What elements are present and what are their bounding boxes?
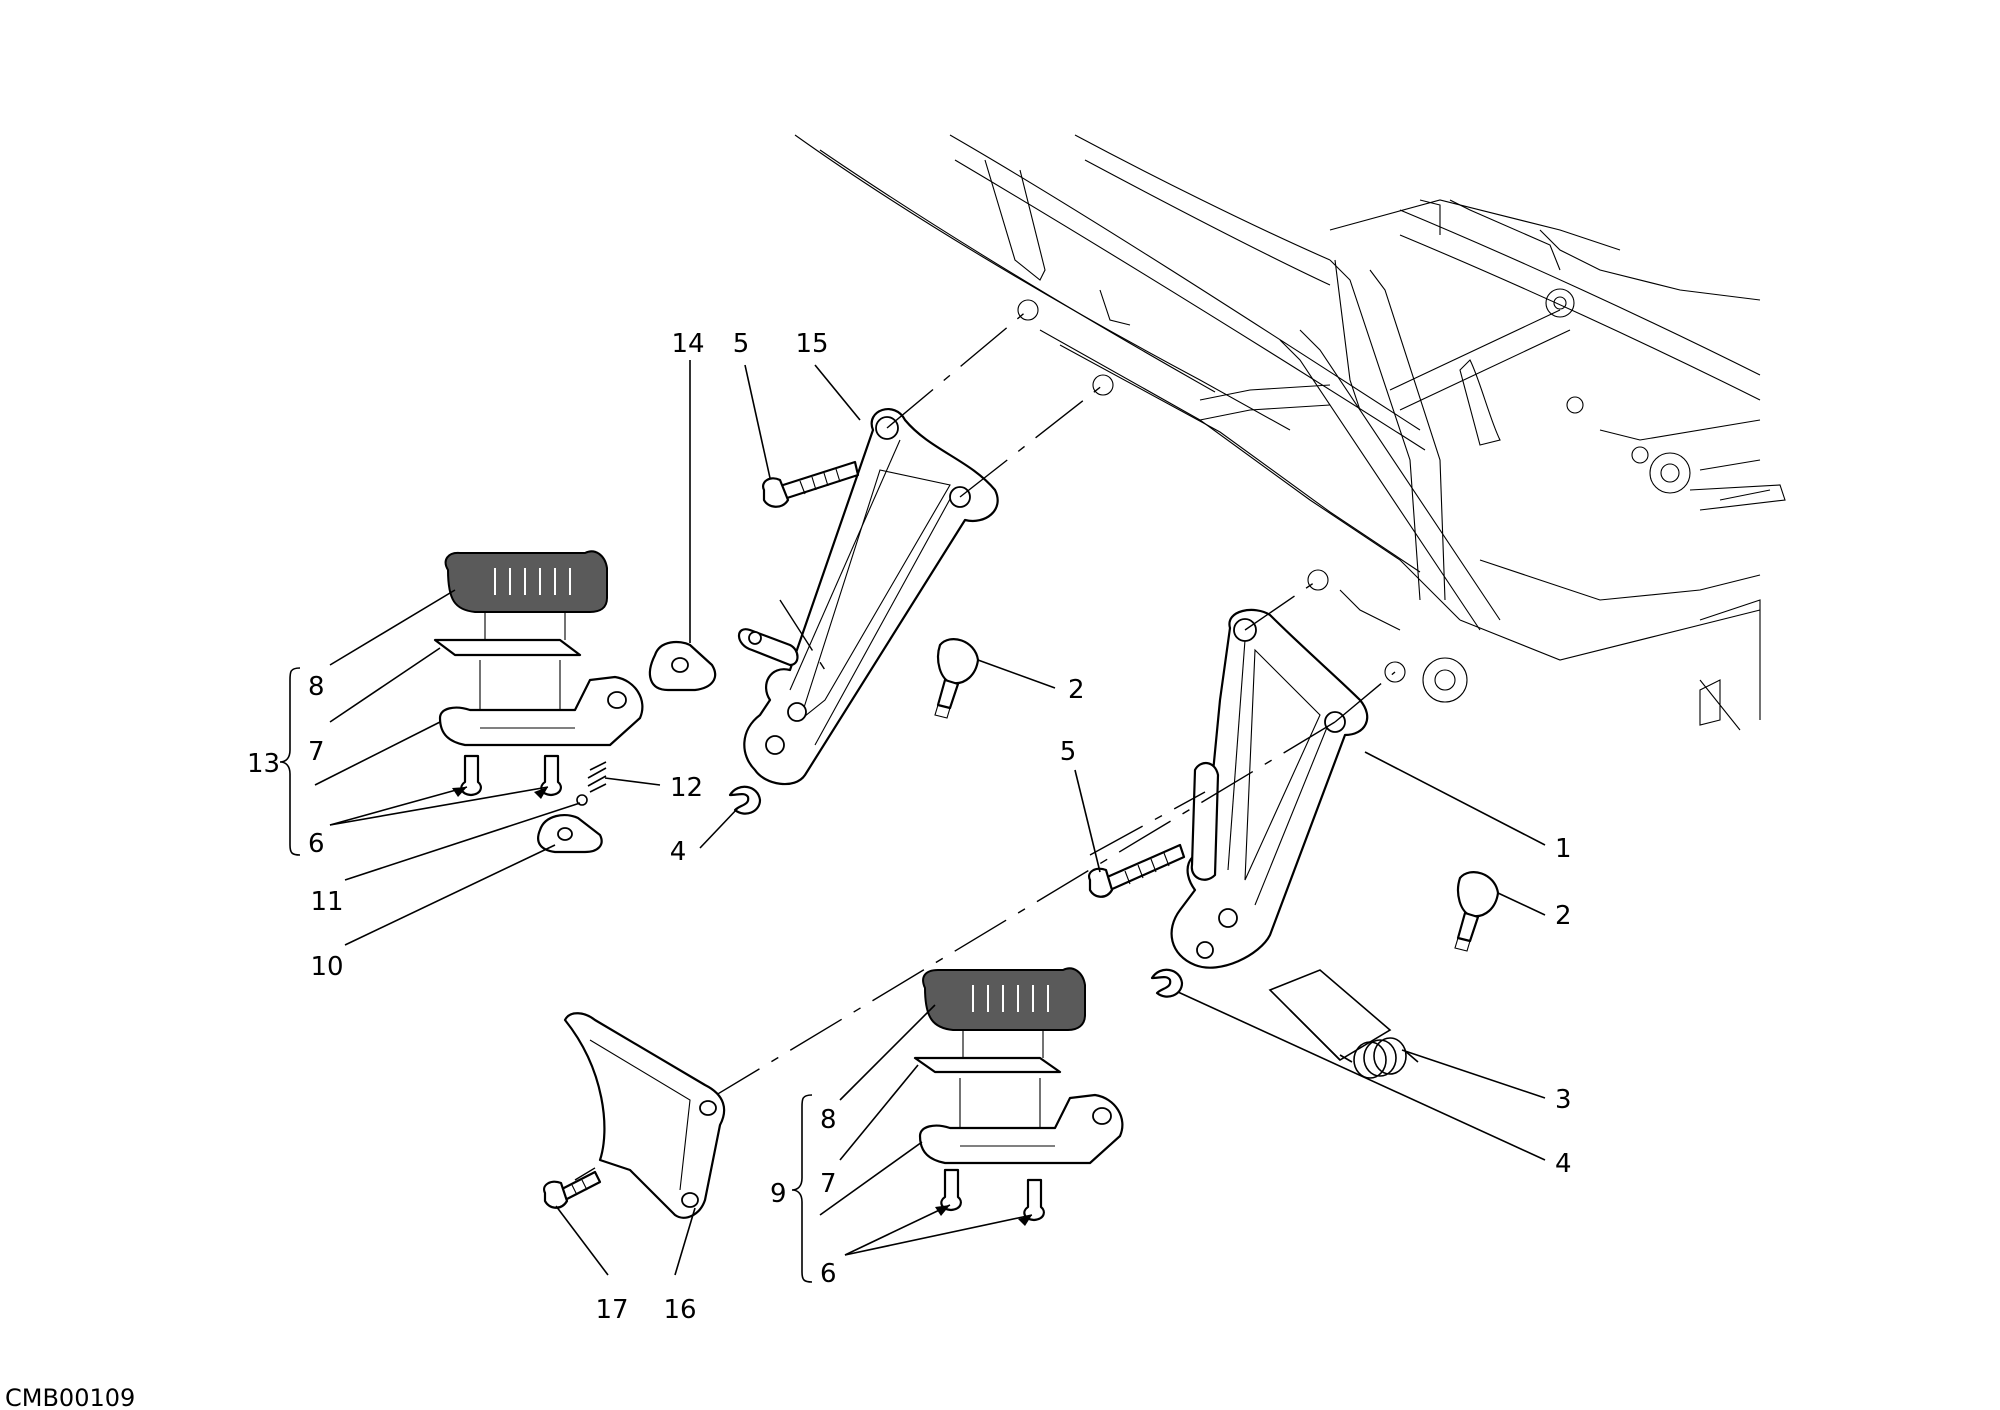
drawing-code: CMB00109 bbox=[5, 1384, 135, 1410]
callout-10: 10 bbox=[310, 952, 343, 982]
callout-5-upper: 5 bbox=[733, 329, 750, 359]
callout-12: 12 bbox=[670, 773, 703, 803]
part-1-footpeg-hanger-lower bbox=[1170, 608, 1369, 969]
callout-14: 14 bbox=[671, 329, 704, 359]
callout-6-right: 6 bbox=[820, 1259, 837, 1289]
callout-17: 17 bbox=[595, 1295, 628, 1325]
part-8-rubber-pad-right bbox=[922, 967, 1086, 1031]
callout-15: 15 bbox=[795, 329, 828, 359]
callout-4-upper: 4 bbox=[670, 837, 687, 867]
callout-9: 9 bbox=[770, 1179, 787, 1209]
part-16-heel-guard bbox=[563, 1012, 726, 1219]
callout-7-left: 7 bbox=[308, 737, 325, 767]
brace-13 bbox=[279, 667, 301, 856]
callout-8-left: 8 bbox=[308, 672, 325, 702]
callout-1: 1 bbox=[1555, 834, 1572, 864]
callout-11: 11 bbox=[310, 887, 343, 917]
part-6-screws-right bbox=[940, 1168, 1045, 1222]
callout-2-lower: 2 bbox=[1555, 901, 1572, 931]
callout-5-lower: 5 bbox=[1060, 737, 1077, 767]
part-2-pin-lower bbox=[1454, 871, 1500, 952]
part-5-bolt-lower bbox=[1088, 843, 1186, 898]
arrowheads bbox=[452, 787, 1032, 1226]
callout-16: 16 bbox=[663, 1295, 696, 1325]
part-12-spring-left bbox=[587, 761, 607, 793]
assembly-centerlines bbox=[574, 309, 1396, 1181]
callout-13: 13 bbox=[247, 749, 280, 779]
part-15-footpeg-hanger-upper bbox=[737, 408, 999, 786]
callout-4-lower: 4 bbox=[1555, 1149, 1572, 1179]
callout-8-right: 8 bbox=[820, 1105, 837, 1135]
part-4-circlip-lower bbox=[1150, 968, 1184, 998]
part-7-plate-right bbox=[913, 1030, 1062, 1074]
part-5-bolt-upper bbox=[762, 460, 860, 508]
callout-6-left: 6 bbox=[308, 829, 325, 859]
part-4-circlip-upper bbox=[728, 785, 762, 815]
callout-7-right: 7 bbox=[820, 1169, 837, 1199]
frame-outline bbox=[794, 134, 1786, 731]
callout-2-upper: 2 bbox=[1068, 675, 1085, 705]
part-17-bolt bbox=[543, 1170, 602, 1209]
part-7-plate-left bbox=[433, 612, 582, 657]
leader-lines bbox=[314, 360, 1546, 1276]
part-14-plate bbox=[648, 640, 717, 692]
part-footpeg-body-left bbox=[438, 660, 644, 747]
part-6-screws-left bbox=[460, 754, 562, 797]
part-3-spring bbox=[1268, 969, 1419, 1079]
brace-9 bbox=[791, 1094, 813, 1283]
part-10-plate-left bbox=[537, 814, 603, 854]
part-2-pin-upper bbox=[934, 638, 980, 719]
part-11-ball-left bbox=[576, 794, 588, 806]
callout-3: 3 bbox=[1555, 1085, 1572, 1115]
part-footpeg-body-right bbox=[918, 1078, 1124, 1165]
part-8-rubber-pad-left bbox=[444, 550, 608, 613]
